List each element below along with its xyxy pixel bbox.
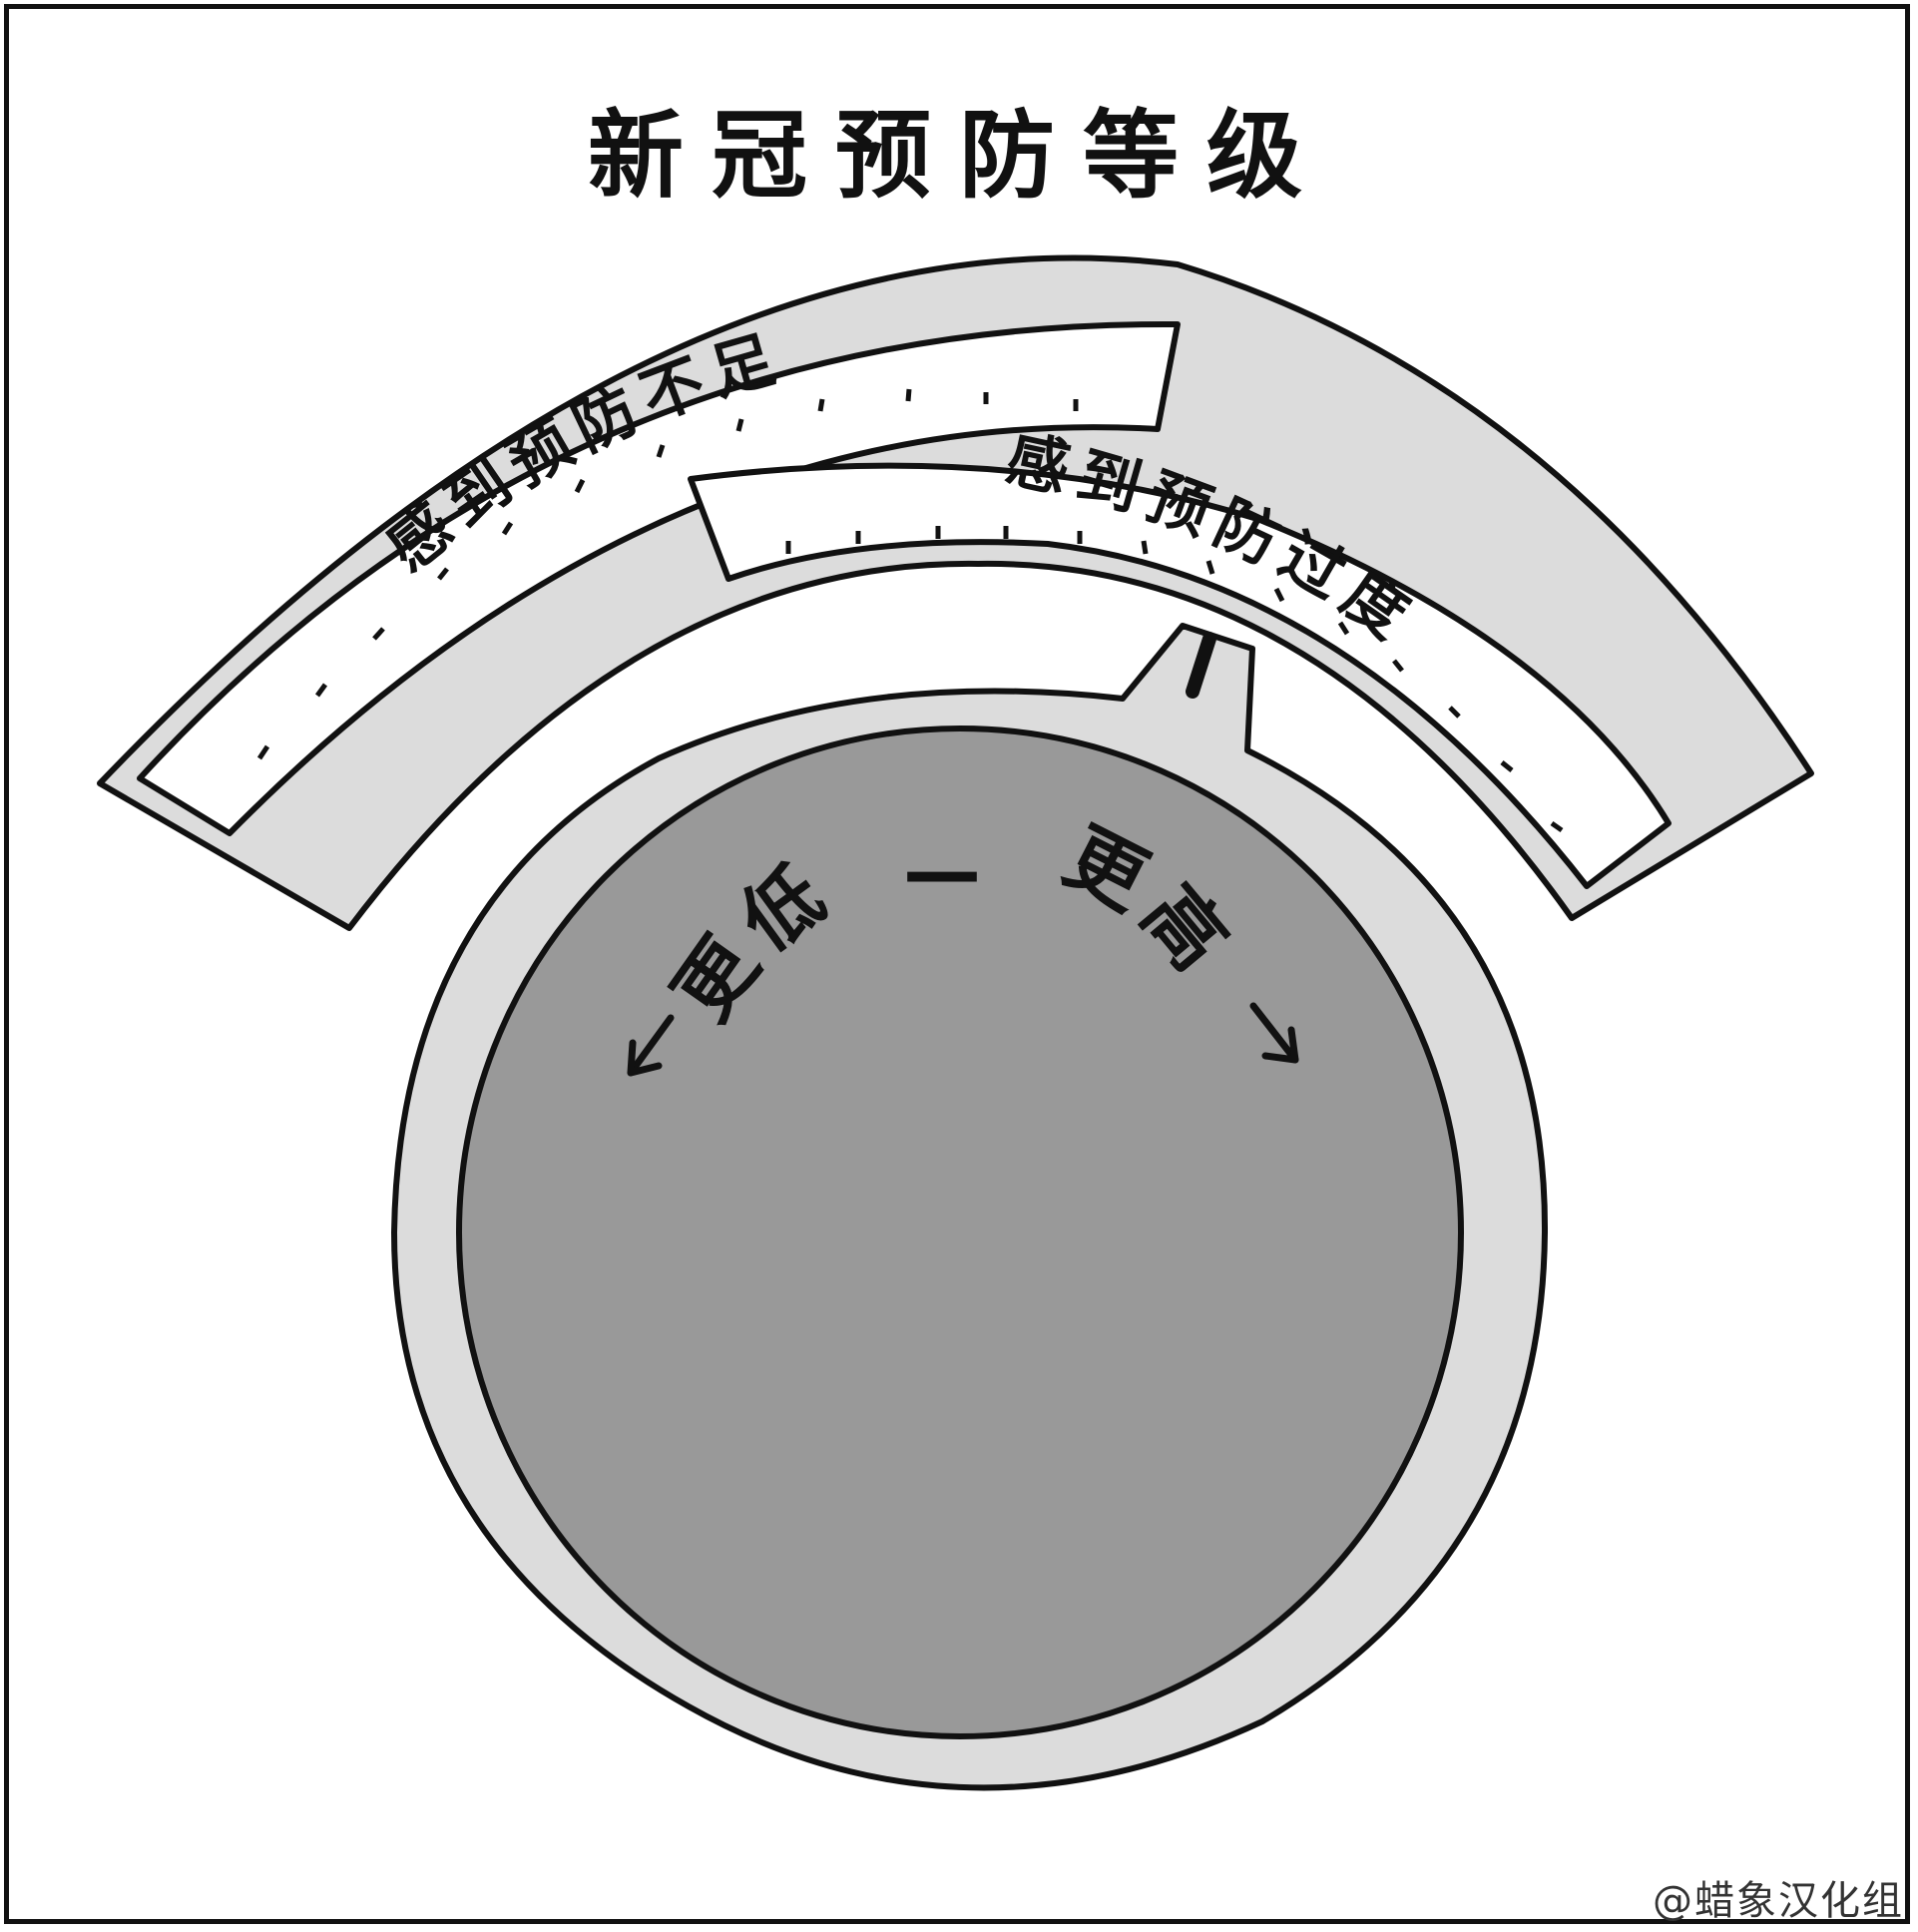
arrow-right-icon bbox=[1249, 1002, 1299, 1064]
arrow-left-icon bbox=[627, 1014, 675, 1077]
credit-text: @蜡象汉化组 bbox=[1653, 1878, 1904, 1924]
lower-scale-window bbox=[688, 462, 1672, 889]
dial-pointer bbox=[1186, 632, 1216, 699]
dial-separator: — bbox=[903, 827, 991, 917]
gauge-band bbox=[97, 254, 1814, 931]
upper-scale-window bbox=[137, 320, 1181, 836]
page-title: 新冠预防等级 bbox=[588, 100, 1330, 212]
upper-scale-ticks bbox=[256, 388, 1079, 760]
lower-scale-ticks bbox=[785, 526, 1564, 833]
knob-face bbox=[456, 725, 1464, 1739]
